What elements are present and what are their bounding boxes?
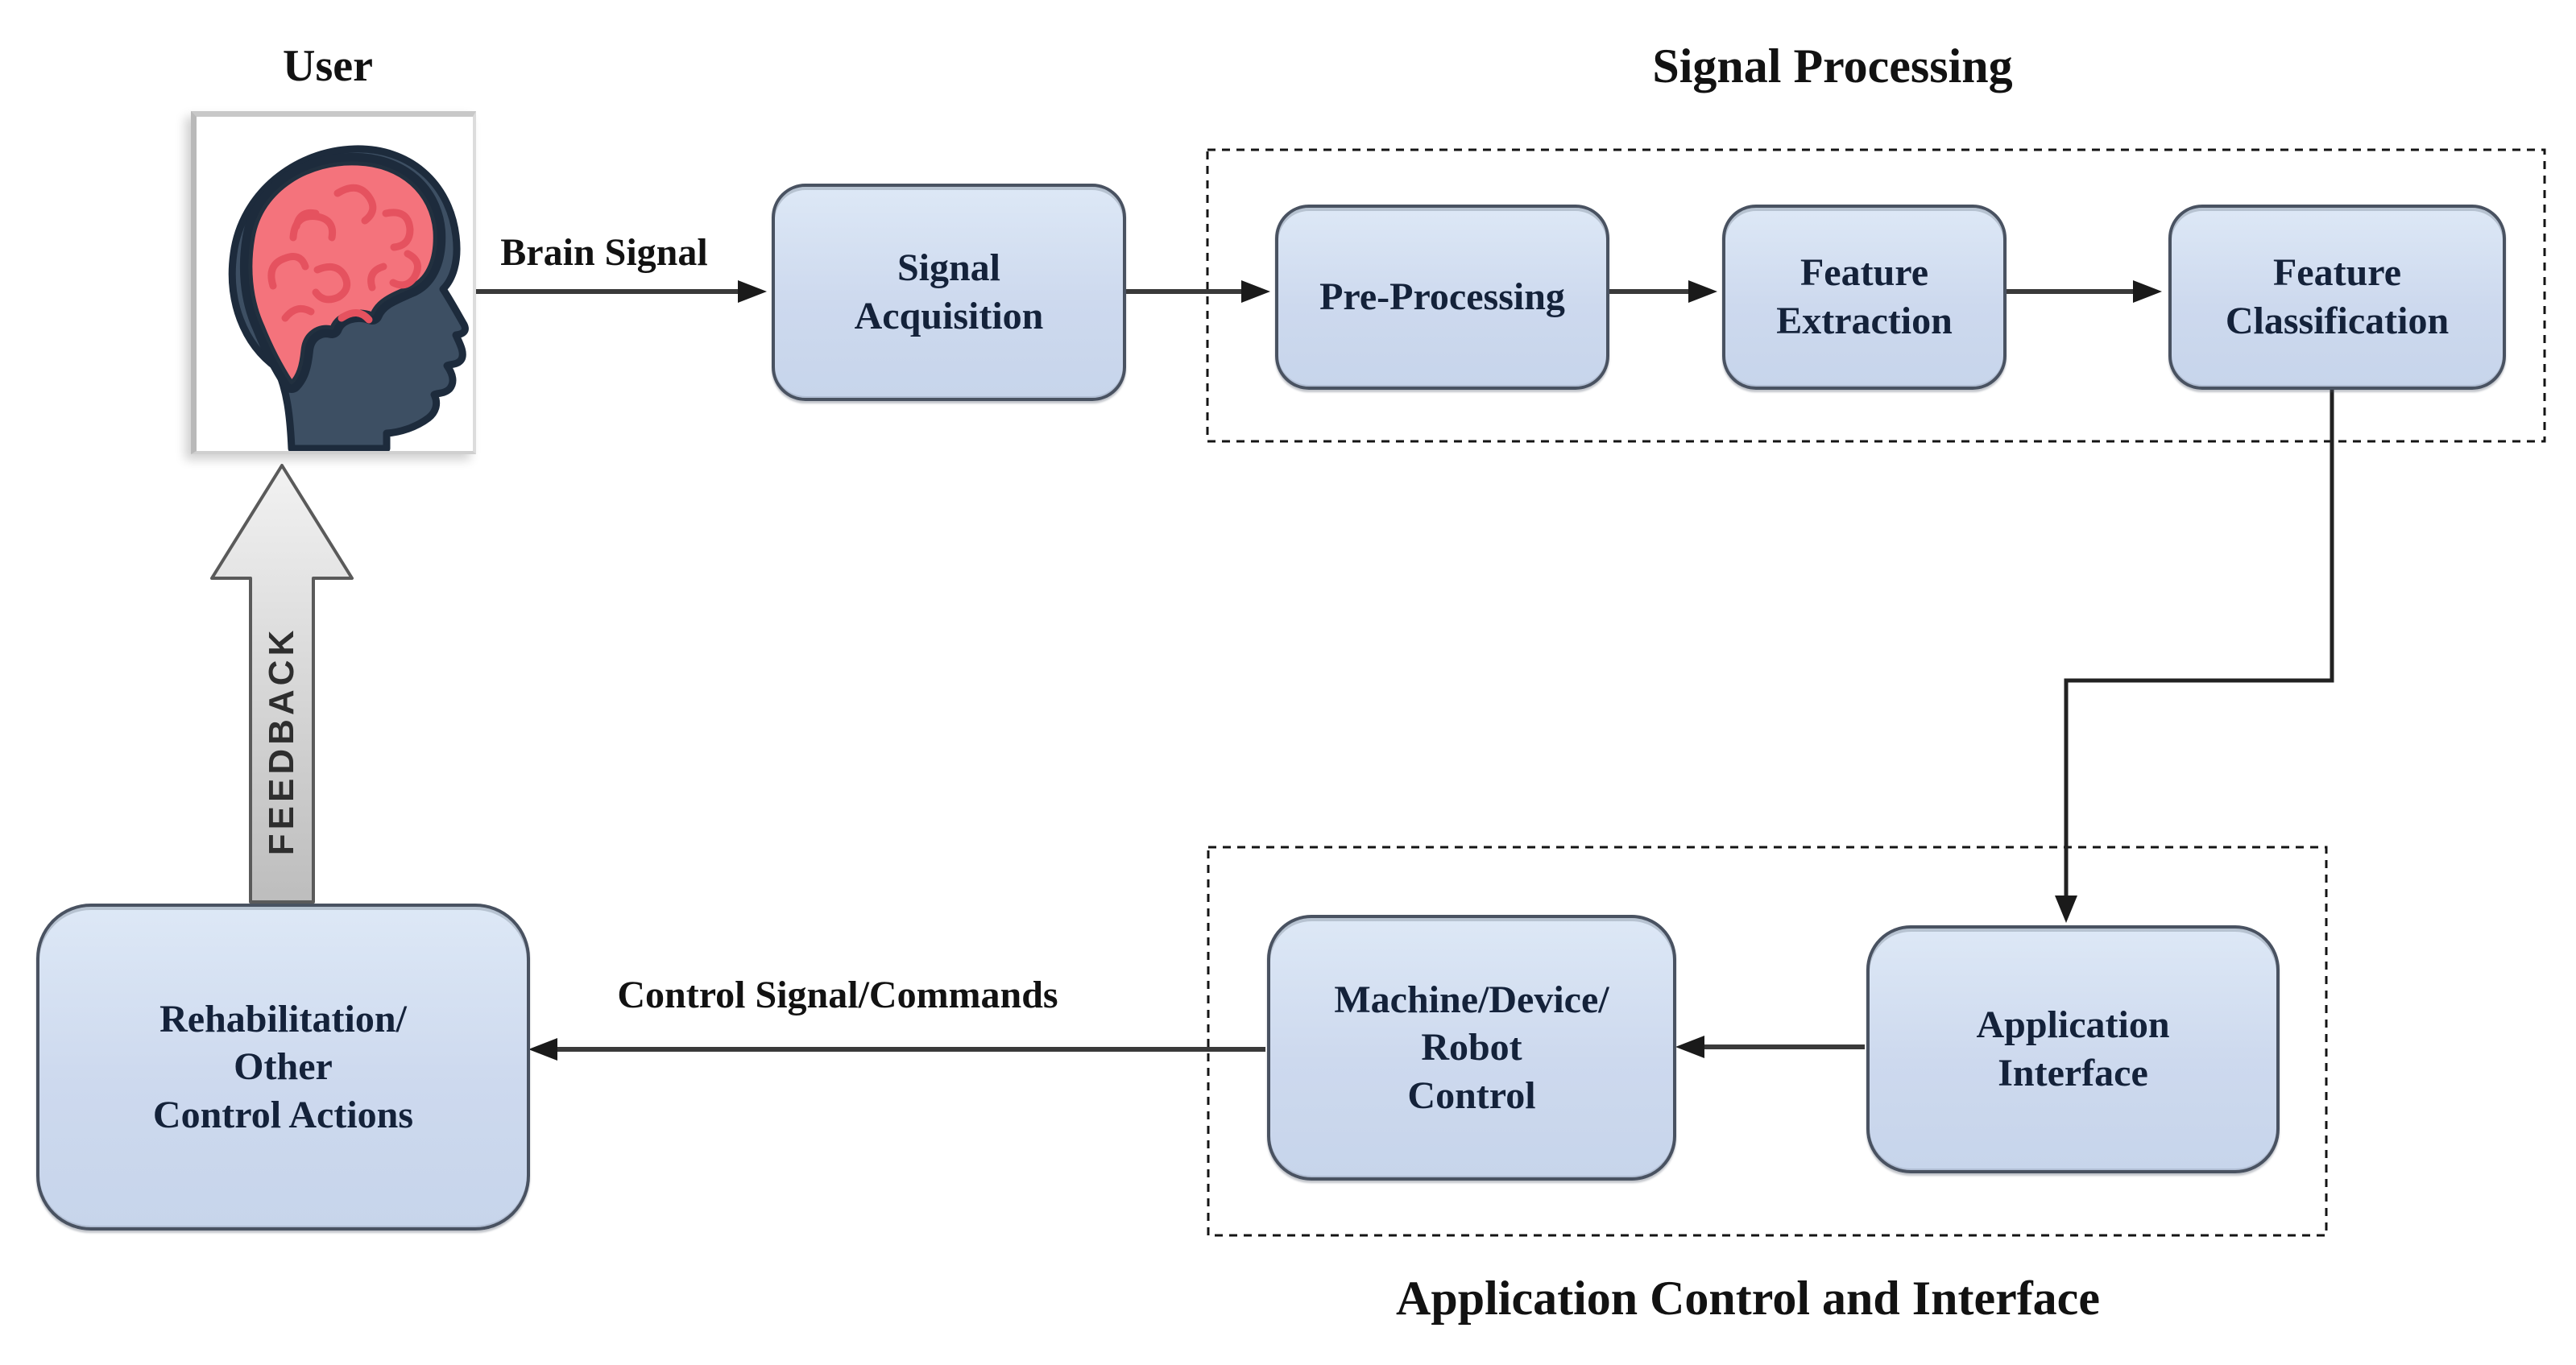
control-signal-label: Control Signal/Commands: [617, 974, 1058, 1016]
box-line: Other: [234, 1045, 333, 1089]
brain-squiggles: [267, 184, 421, 324]
box-line: Feature: [1799, 251, 1929, 295]
box-line: Interface: [1998, 1052, 2148, 1094]
application-interface-box: Application Interface: [1866, 925, 2280, 1173]
feedback-label: FEEDBACK: [262, 626, 301, 856]
control-signal-arrowhead-icon: [528, 1038, 557, 1061]
classification-to-interface-connector: [2064, 385, 2334, 896]
user-head-brain-icon: [228, 145, 469, 453]
application-control-caption: Application Control and Interface: [1396, 1272, 2100, 1325]
box-line: Control Actions: [152, 1093, 414, 1136]
signal-processing-dashed-border: [1206, 148, 2546, 443]
brain-signal-label: Brain Signal: [500, 231, 708, 274]
brain-signal-arrowhead-icon: [738, 280, 767, 303]
box-line: Acquisition: [854, 295, 1044, 337]
box-line: Rehabilitation/: [159, 997, 407, 1040]
box-line: Application: [1976, 1003, 2170, 1047]
box-line: Robot: [1421, 1026, 1522, 1069]
box-line: Signal: [897, 246, 1001, 290]
application-control-dashed-border: [1207, 846, 2328, 1237]
acquisition-to-preprocessing-arrowhead-icon: [1241, 280, 1270, 303]
signal-processing-title: Signal Processing: [1652, 39, 2013, 93]
box-line: Classification: [2225, 300, 2450, 342]
feature-extraction-box: Feature Extraction: [1722, 205, 2007, 390]
box-line: Feature: [2272, 251, 2402, 295]
user-head-image-frame: [191, 111, 476, 454]
signal-acquisition-box: Signal Acquisition: [772, 184, 1126, 401]
box-line: Control: [1407, 1073, 1536, 1117]
user-label: User: [283, 41, 373, 91]
feedback-block-arrow-icon: [210, 464, 354, 904]
interface-to-machine-arrowhead-icon: [1675, 1036, 1704, 1058]
box-line: Extraction: [1776, 300, 1953, 342]
preprocessing-to-extraction-arrowhead-icon: [1688, 280, 1717, 303]
box-line: Machine/Device/: [1334, 978, 1609, 1021]
rehabilitation-control-actions-box: Rehabilitation/ Other Control Actions: [36, 904, 530, 1231]
classification-to-interface-arrowhead-icon: [2055, 896, 2077, 923]
extraction-to-classification-arrowhead-icon: [2133, 280, 2162, 303]
feature-classification-box: Feature Classification: [2168, 205, 2506, 390]
pre-processing-box: Pre-Processing: [1275, 205, 1609, 390]
box-line: Pre-Processing: [1319, 275, 1565, 319]
machine-device-robot-control-box: Machine/Device/ Robot Control: [1267, 915, 1676, 1181]
